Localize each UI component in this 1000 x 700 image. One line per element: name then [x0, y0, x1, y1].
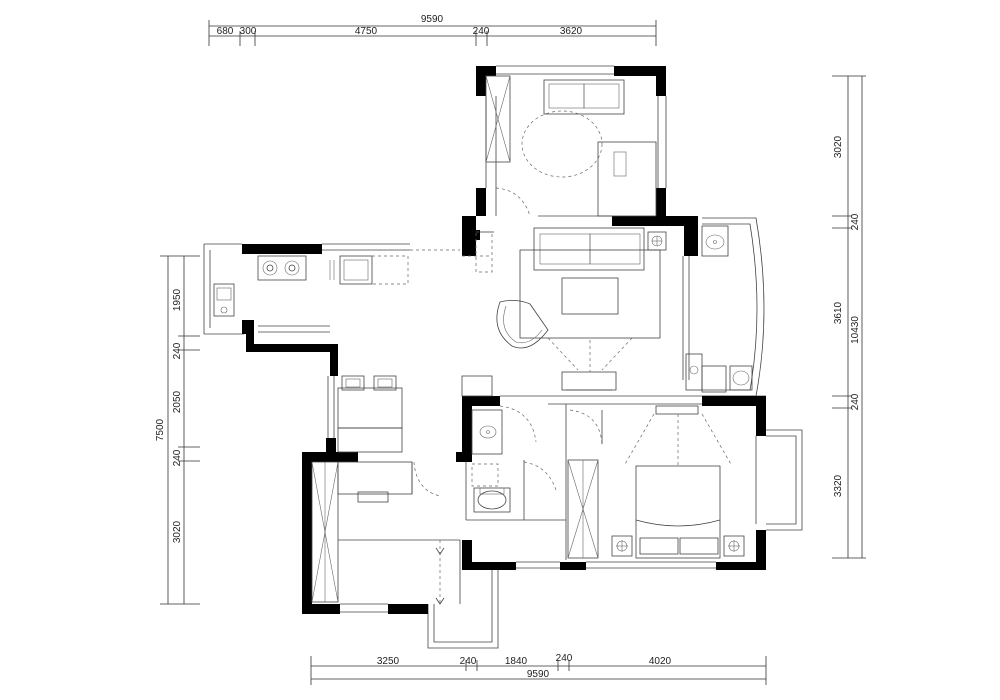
kitchen-sink [213, 283, 235, 317]
dim-bottom-seg: 3250 [377, 656, 400, 667]
dim-right-seg: 3610 [833, 301, 844, 324]
entry-cabinet [461, 375, 493, 397]
dim-top-seg: 240 [473, 26, 490, 37]
wall [614, 66, 666, 76]
dim-top-total: 9590 [421, 14, 444, 25]
wall [302, 452, 358, 462]
wall [242, 244, 322, 254]
dim-bottom-total: 9590 [527, 669, 550, 680]
dim-top-seg: 3620 [560, 26, 583, 37]
study-desk [597, 141, 657, 217]
chair [341, 375, 365, 391]
study-wardrobe [485, 75, 511, 163]
wall [302, 604, 340, 614]
wall [656, 188, 666, 216]
wall [302, 452, 312, 614]
dim-right-seg: 240 [850, 213, 861, 230]
wall [462, 396, 500, 406]
wall [462, 396, 472, 462]
wall [756, 396, 766, 436]
wall [560, 562, 586, 570]
side-table [647, 231, 667, 251]
dim-top-seg: 4750 [355, 26, 378, 37]
dim-top-seg: 680 [217, 26, 234, 37]
living-sofa [533, 227, 645, 271]
toilet [473, 487, 511, 513]
dim-left-seg: 2050 [172, 390, 183, 413]
nightstand [723, 535, 745, 557]
wall [702, 396, 766, 406]
area-rug [519, 249, 661, 339]
armchair [496, 300, 549, 349]
pillow [679, 537, 719, 555]
wall [456, 452, 472, 462]
wall [462, 216, 480, 256]
dim-right-seg: 3020 [833, 135, 844, 158]
wall [388, 604, 428, 614]
kitchen-furniture [213, 255, 409, 317]
left-dimension-chain: 7500 1950 240 2050 240 3020 [155, 255, 200, 605]
wall [462, 562, 516, 570]
dim-right-seg: 240 [850, 393, 861, 410]
dining-table [337, 387, 403, 429]
balcony-fixtures [685, 225, 753, 393]
dim-right-total: 10430 [850, 316, 861, 344]
wall-outlines [203, 65, 803, 649]
wall [462, 540, 472, 570]
dim-left-seg: 1950 [172, 288, 183, 311]
bathroom-fixtures [471, 405, 603, 513]
wall [476, 66, 486, 96]
bedroom2-furniture [311, 461, 445, 605]
tv-cabinet [561, 371, 617, 391]
laundry-sink [701, 225, 729, 257]
washing-machine [701, 365, 727, 393]
dim-left-total: 7500 [155, 418, 166, 441]
wall [716, 562, 766, 570]
dim-bottom-seg: 240 [460, 656, 477, 667]
dim-left-seg: 240 [172, 342, 183, 359]
basin [729, 365, 753, 391]
wall [476, 188, 486, 216]
wall [326, 438, 336, 454]
dim-bottom-seg: 1840 [505, 656, 528, 667]
wall [612, 216, 698, 226]
dim-bottom-seg: 4020 [649, 656, 672, 667]
study-furniture [485, 75, 657, 217]
stove [257, 255, 307, 281]
coffee-table [561, 277, 619, 315]
bath-vanity [471, 409, 503, 455]
dining-furniture [337, 375, 403, 453]
chair [373, 375, 397, 391]
master-bedroom-furniture [567, 405, 745, 559]
living-furniture [461, 227, 667, 397]
wall [684, 216, 698, 256]
bottom-dimension-chain: 3250 240 1840 240 4020 9590 [310, 653, 767, 685]
walls [242, 66, 766, 614]
study-round-rug [521, 110, 603, 178]
study-sofa [543, 79, 625, 115]
wall [756, 530, 766, 570]
dim-bottom-seg: 240 [556, 653, 573, 664]
right-dimension-chain: 3020 240 3610 10430 240 3320 [832, 75, 866, 559]
dim-right-seg: 3320 [833, 474, 844, 497]
dim-left-seg: 240 [172, 449, 183, 466]
dim-left-seg: 3020 [172, 520, 183, 543]
double-bed [635, 465, 721, 559]
wall [242, 320, 338, 376]
top-dimension-chain: 9590 680 300 4750 240 3620 [208, 14, 657, 46]
dim-top-seg: 300 [240, 26, 257, 37]
pillow [639, 537, 679, 555]
tv-console [655, 405, 699, 415]
nightstand [611, 535, 633, 557]
wall [656, 66, 666, 96]
study-desk-2 [337, 461, 413, 495]
